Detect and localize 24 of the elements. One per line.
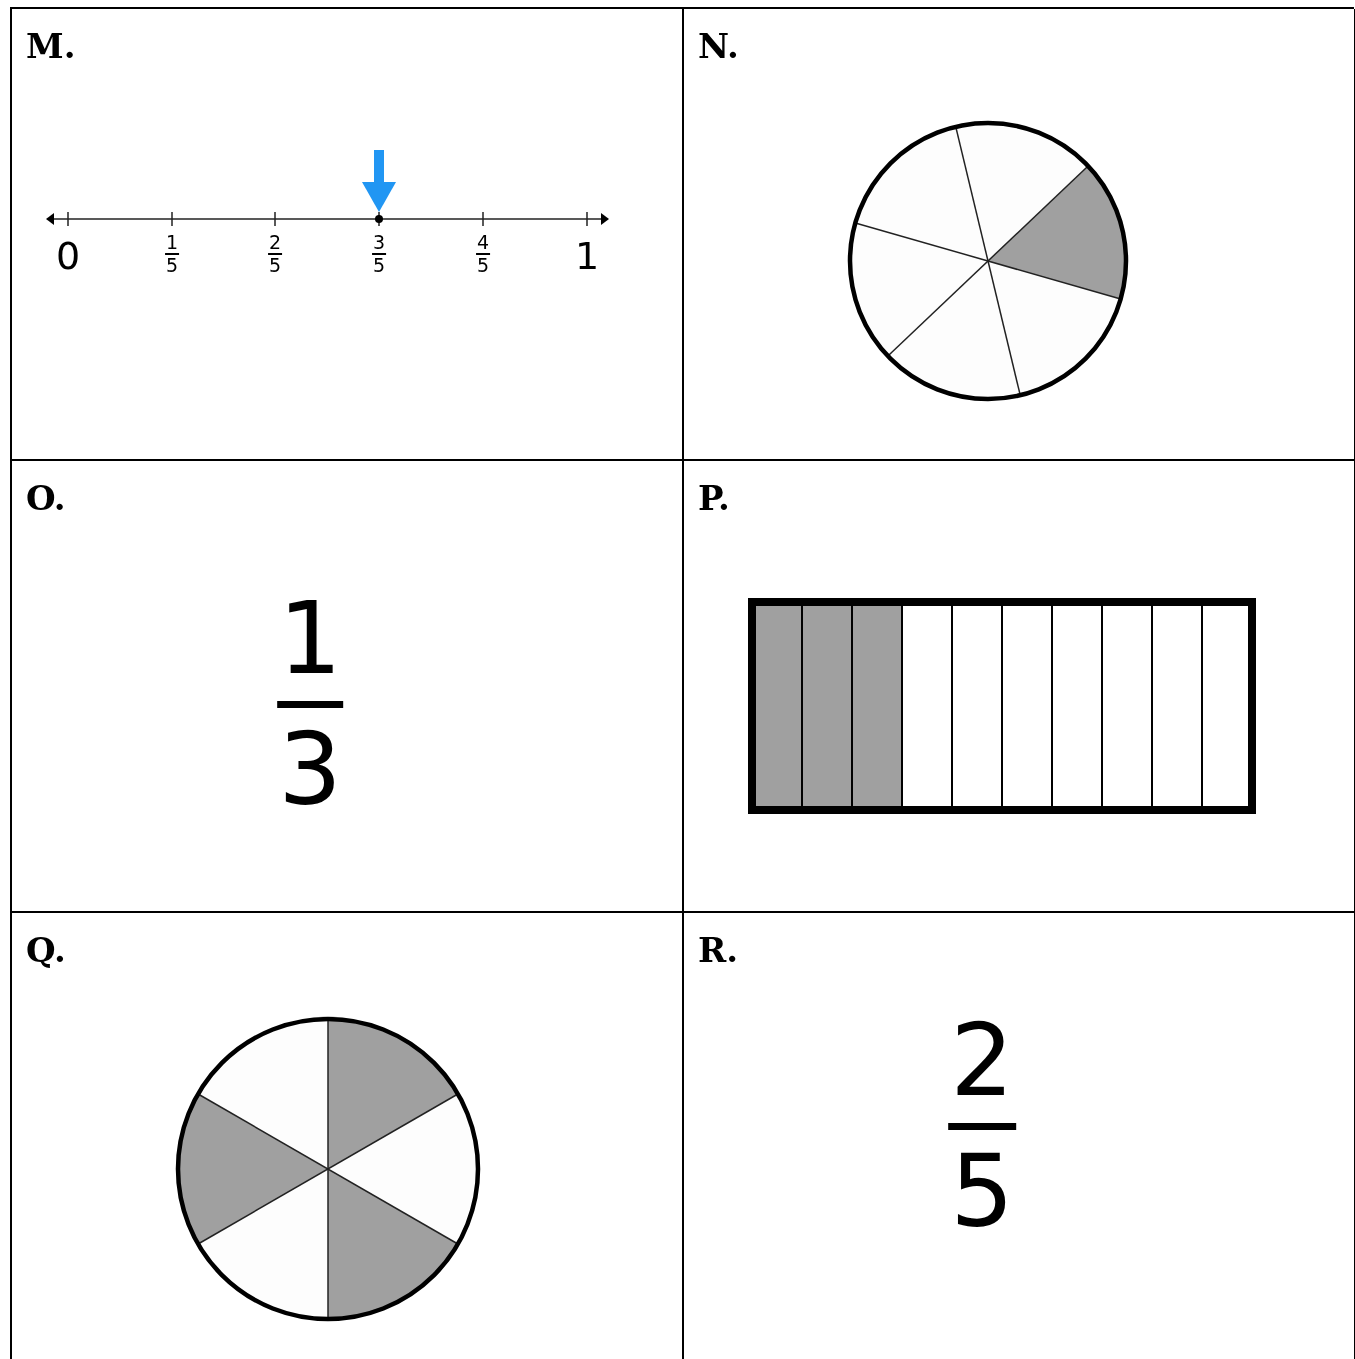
item-letter: R. (698, 933, 739, 967)
numerator: 1 (277, 589, 343, 689)
table-cell (12, 9, 684, 461)
denominator: 5 (268, 256, 282, 275)
tick-label: 1 (574, 237, 600, 275)
item-letter: Q. (26, 933, 66, 967)
denominator: 5 (372, 256, 386, 275)
numerator: 2 (949, 1011, 1015, 1111)
numerator: 1 (164, 233, 180, 252)
table-cell (684, 9, 1355, 461)
denominator: 5 (950, 1142, 1014, 1242)
numerator: 2 (267, 233, 283, 252)
item-letter: N. (698, 29, 739, 63)
denominator: 5 (165, 256, 179, 275)
tick-label: 0 (55, 237, 81, 275)
numerator: 3 (371, 233, 387, 252)
item-letter: M. (26, 29, 76, 63)
numerator: 4 (475, 233, 491, 252)
denominator: 5 (476, 256, 490, 275)
item-letter: P. (698, 481, 730, 515)
item-letter: O. (26, 481, 66, 515)
denominator: 3 (278, 720, 342, 820)
table-cell (12, 461, 684, 913)
table-cell (684, 461, 1355, 913)
